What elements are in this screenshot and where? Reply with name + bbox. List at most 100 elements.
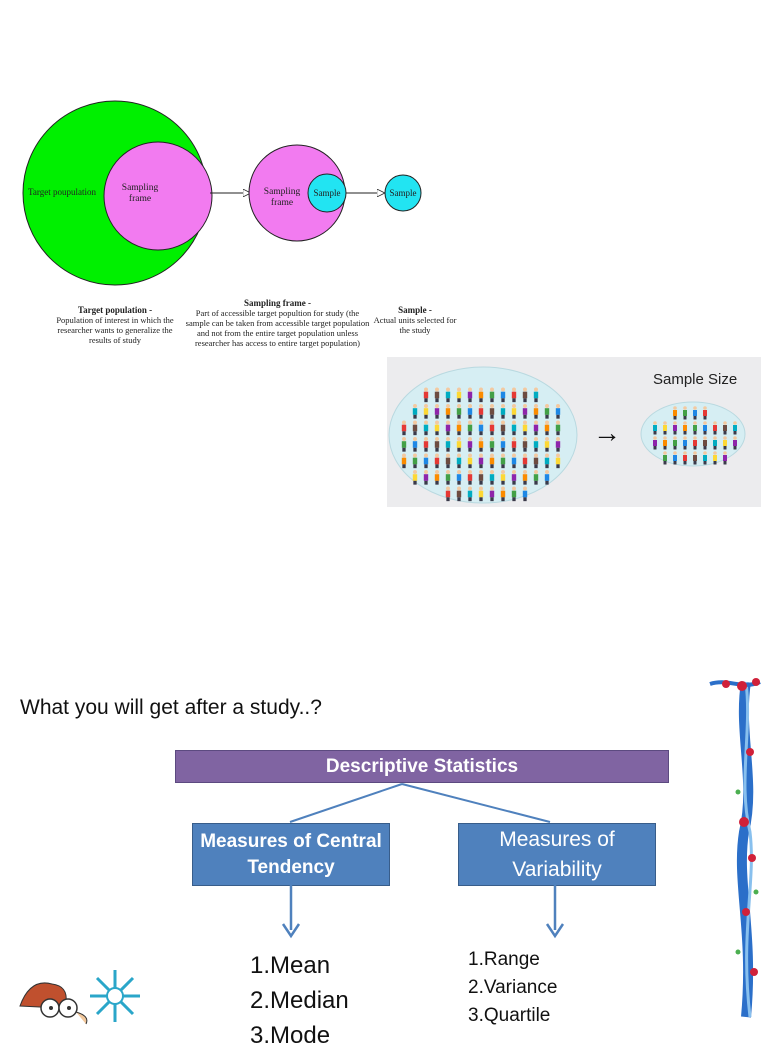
sampling-frame-label: Sampling frame	[121, 183, 159, 204]
person-figure-icon	[478, 420, 484, 436]
person-figure-icon	[489, 404, 495, 419]
person-figure-icon	[663, 436, 667, 450]
person-figure-icon	[401, 437, 407, 452]
person-figure-icon	[533, 404, 539, 419]
person-figure-icon	[423, 453, 429, 469]
person-figure-icon	[522, 404, 528, 419]
person-figure-icon	[489, 486, 495, 502]
person-figure-icon	[445, 387, 451, 403]
person-figure-icon	[412, 453, 418, 469]
sample-size-illustration	[388, 366, 746, 504]
person-figure-icon	[401, 453, 407, 469]
person-figure-icon	[489, 437, 495, 452]
person-figure-icon	[533, 387, 539, 403]
person-figure-icon	[489, 420, 495, 436]
target-population-caption-title: Target population -	[77, 305, 153, 315]
person-figure-icon	[522, 387, 528, 403]
person-figure-icon	[500, 437, 506, 452]
sample-circle	[384, 174, 422, 212]
person-figure-icon	[544, 470, 550, 485]
sample-size-panel: → Sample Size	[387, 357, 761, 507]
target-population-label: Target poupulation	[28, 187, 96, 197]
person-figure-icon	[434, 420, 440, 436]
person-figure-icon	[683, 421, 687, 435]
person-figure-icon	[733, 436, 737, 450]
sampling-frame-caption-title: Sampling frame -	[244, 298, 311, 308]
person-figure-icon	[683, 451, 687, 465]
person-figure-icon	[663, 421, 667, 435]
person-figure-icon	[544, 404, 550, 419]
person-figure-icon	[511, 437, 517, 452]
person-figure-icon	[456, 486, 462, 502]
central-tendency-label: Measures of Central Tendency	[200, 831, 382, 878]
person-figure-icon	[653, 421, 657, 435]
person-figure-icon	[653, 436, 657, 450]
person-figure-icon	[412, 404, 418, 419]
sampling-circles	[22, 100, 422, 286]
person-figure-icon	[713, 451, 717, 465]
person-figure-icon	[423, 387, 429, 403]
sample-size-arrow: →	[593, 417, 621, 448]
person-figure-icon	[673, 406, 677, 420]
person-figure-icon	[723, 421, 727, 435]
person-figure-icon	[723, 436, 727, 450]
person-figure-icon	[423, 437, 429, 452]
person-figure-icon	[445, 404, 451, 419]
central-tendency-list: 1.Mean 2.Median 3.Mode	[250, 948, 349, 1053]
person-figure-icon	[555, 437, 561, 452]
person-figure-icon	[663, 451, 667, 465]
person-figure-icon	[693, 436, 697, 450]
target-population-caption-text: Population of interest in which the rese…	[56, 315, 174, 345]
person-figure-icon	[434, 404, 440, 419]
person-figure-icon	[489, 387, 495, 403]
person-figure-icon	[467, 453, 473, 469]
person-figure-icon	[434, 387, 440, 403]
person-figure-icon	[423, 404, 429, 419]
person-figure-icon	[683, 406, 687, 420]
sample-label: Sample	[389, 188, 417, 198]
person-figure-icon	[467, 486, 473, 502]
person-figure-icon	[445, 470, 451, 485]
person-figure-icon	[511, 470, 517, 485]
person-figure-icon	[683, 436, 687, 450]
person-figure-icon	[673, 421, 677, 435]
person-figure-icon	[500, 420, 506, 436]
person-figure-icon	[555, 404, 561, 419]
person-figure-icon	[533, 420, 539, 436]
ribbon-decoration-icon	[709, 678, 761, 1018]
person-figure-icon	[522, 470, 528, 485]
person-figure-icon	[703, 421, 707, 435]
person-figure-icon	[489, 470, 495, 485]
person-figure-icon	[500, 453, 506, 469]
sample-inner-label: Sample	[313, 188, 341, 198]
person-figure-icon	[693, 451, 697, 465]
sample-caption: Sample - Actual units selected for the s…	[372, 305, 458, 335]
person-figure-icon	[467, 470, 473, 485]
person-figure-icon	[434, 470, 440, 485]
person-figure-icon	[412, 470, 418, 485]
person-figure-icon	[522, 437, 528, 452]
person-figure-icon	[478, 470, 484, 485]
person-figure-icon	[511, 420, 517, 436]
person-figure-icon	[478, 404, 484, 419]
descriptive-statistics-header: Descriptive Statistics	[175, 750, 669, 783]
person-figure-icon	[456, 470, 462, 485]
person-figure-icon	[467, 420, 473, 436]
person-figure-icon	[511, 387, 517, 403]
list-item: 2.Variance	[468, 977, 558, 998]
person-figure-icon	[445, 437, 451, 452]
population-crowd-ellipse	[388, 366, 578, 504]
sampling-diagram: Target poupulation Sampling frame Sampli…	[20, 95, 460, 365]
person-figure-icon	[522, 486, 528, 502]
list-item: 1.Range	[468, 949, 540, 970]
person-figure-icon	[467, 387, 473, 403]
target-population-caption: Target population - Population of intere…	[54, 305, 176, 345]
person-figure-icon	[456, 387, 462, 403]
list-item: 3.Quartile	[468, 1005, 551, 1026]
person-figure-icon	[456, 404, 462, 419]
sample-size-label: Sample Size	[653, 371, 738, 388]
sample-crowd-ellipse	[640, 401, 746, 467]
person-figure-icon	[703, 406, 707, 420]
person-figure-icon	[555, 420, 561, 436]
central-tendency-box: Measures of Central Tendency	[192, 823, 390, 886]
